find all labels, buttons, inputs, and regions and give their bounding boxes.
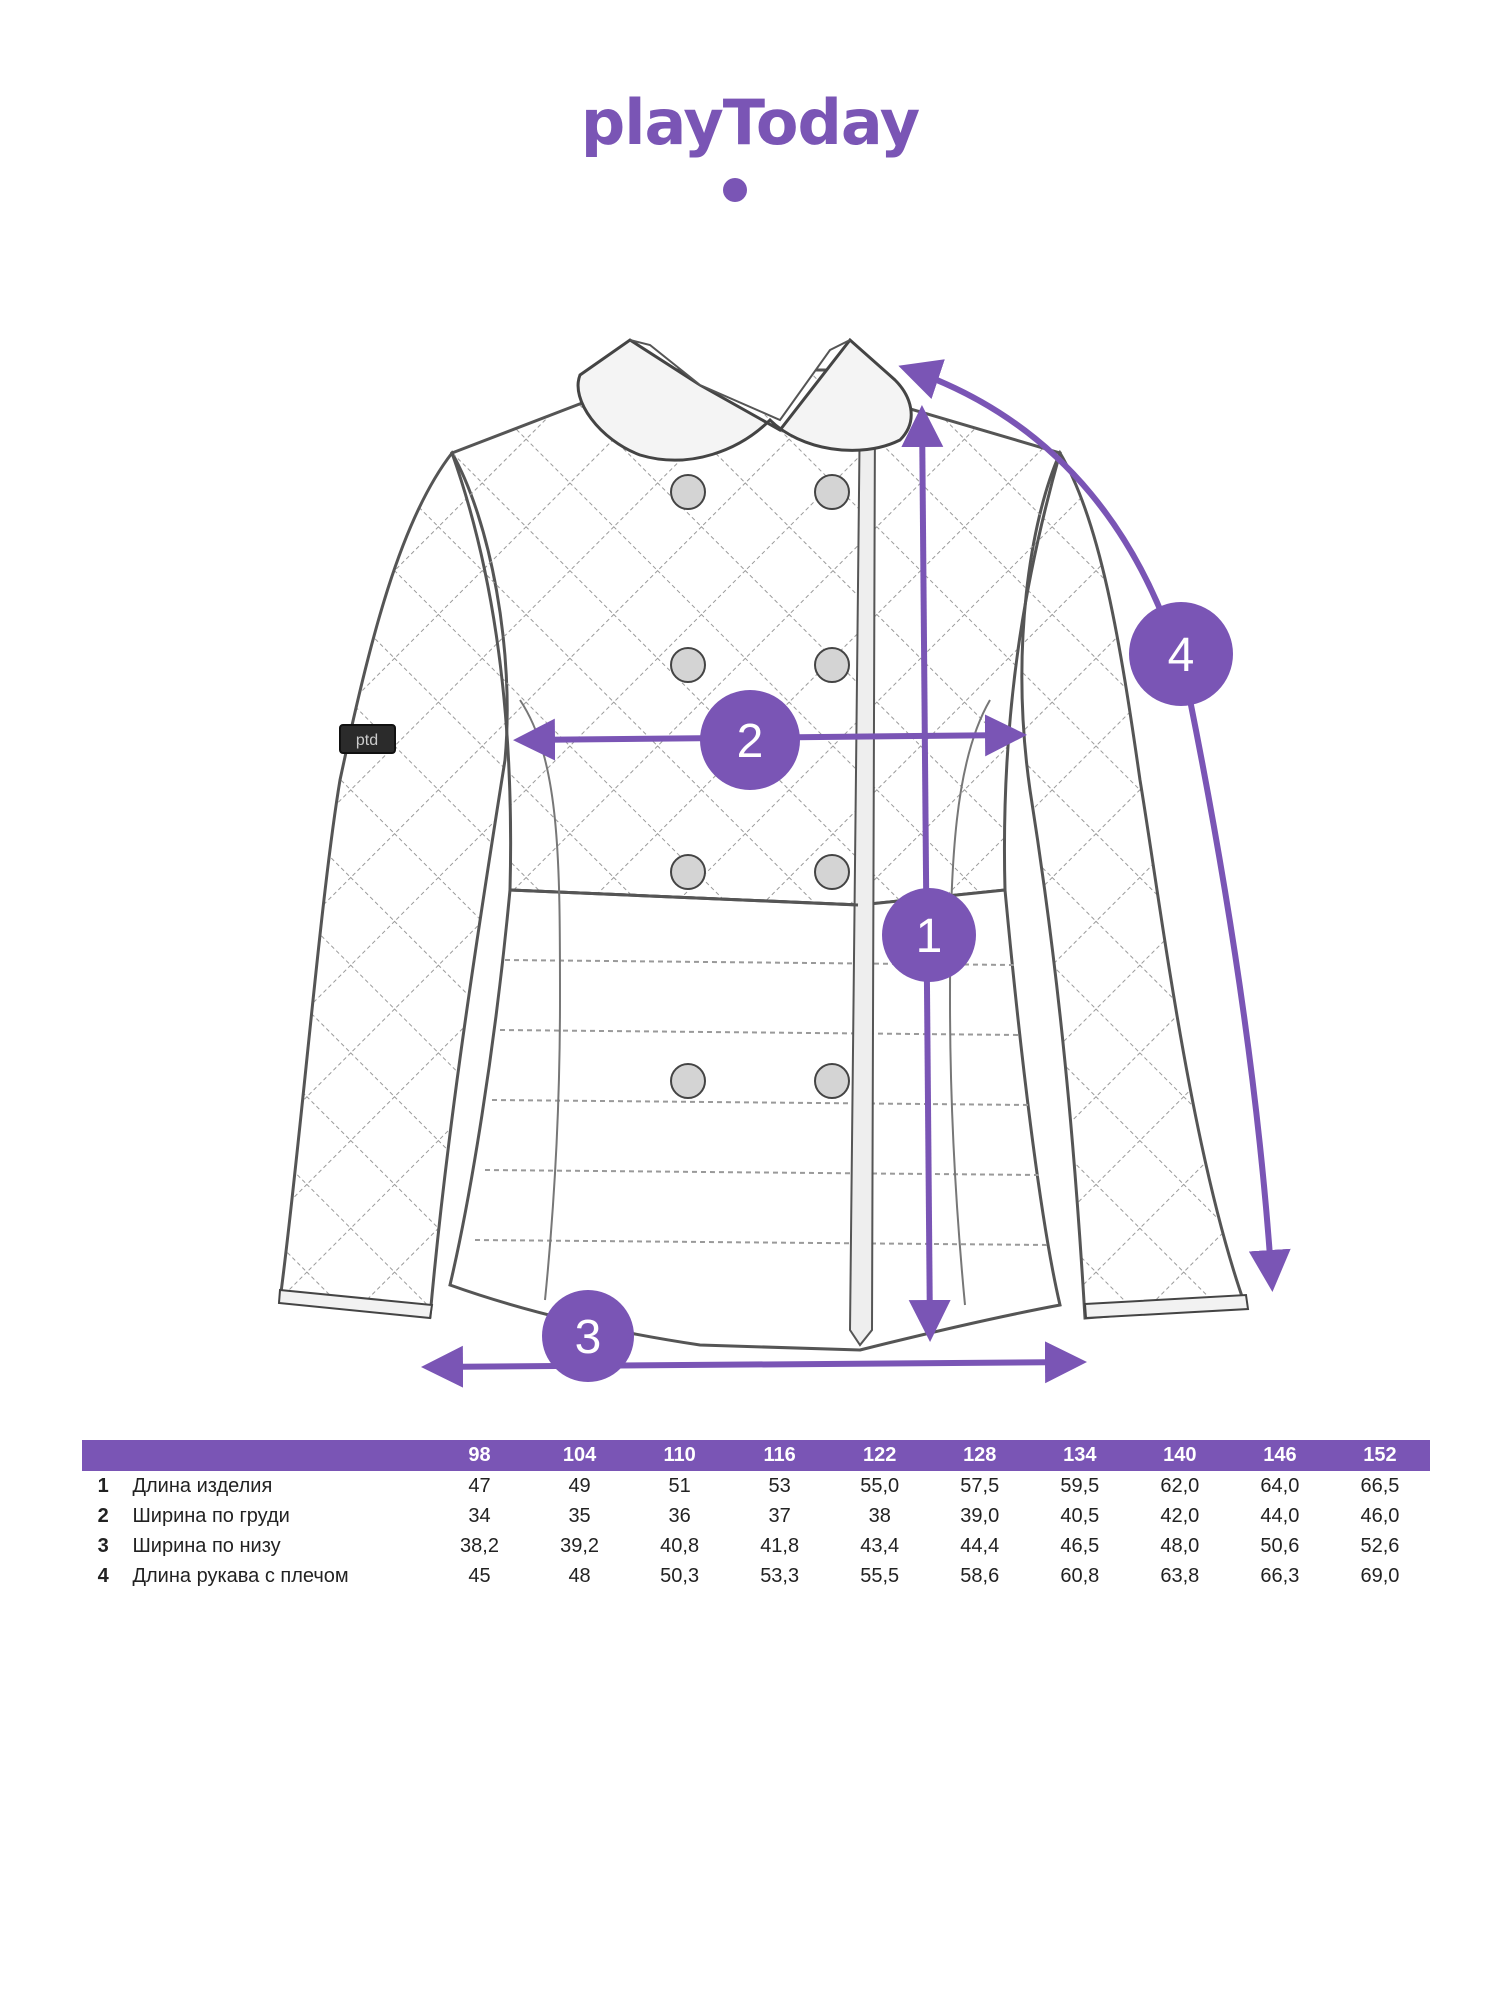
- size-col-header: 98: [468, 1444, 491, 1466]
- table-cell: 37: [768, 1504, 791, 1527]
- table-cell: 39,2: [560, 1534, 600, 1557]
- right-sleeve: [1020, 449, 1248, 1320]
- table-cell: 58,6: [960, 1564, 1000, 1587]
- table-cell: 52,6: [1360, 1534, 1400, 1557]
- right-cuff: [1083, 1293, 1250, 1320]
- badge-3-label: 3: [575, 1311, 602, 1364]
- table-cell: 48: [568, 1564, 591, 1587]
- table-row: 2 Ширина по груди 34 35 36 37 38 39,0 40…: [82, 1501, 1430, 1531]
- row-number: 1: [97, 1474, 109, 1497]
- logo-dot: [723, 178, 747, 202]
- row-label: Ширина по низу: [132, 1534, 281, 1557]
- badge-3: 3: [542, 1290, 634, 1382]
- jacket-diagram: ptd 1 2 3 4: [277, 337, 1291, 1388]
- row-label: Длина изделия: [132, 1474, 273, 1497]
- size-col-header: 140: [1163, 1444, 1197, 1466]
- table-cell: 53: [768, 1474, 791, 1497]
- table-cell: 44,0: [1260, 1504, 1300, 1527]
- table-cell: 47: [468, 1474, 491, 1497]
- table-cell: 48,0: [1160, 1534, 1200, 1557]
- table-cell: 49: [568, 1474, 591, 1497]
- table-cell: 57,5: [960, 1474, 1000, 1497]
- table-cell: 50,3: [660, 1564, 700, 1587]
- table-cell: 53,3: [760, 1564, 800, 1587]
- table-row: 1 Длина изделия 47 49 51 53 55,0 57,5 59…: [82, 1471, 1430, 1501]
- size-col-header: 110: [663, 1444, 696, 1466]
- table-cell: 38: [868, 1504, 891, 1527]
- table-row: 4 Длина рукава с плечом 45 48 50,3 53,3 …: [82, 1561, 1430, 1591]
- size-col-header: 104: [562, 1444, 597, 1466]
- measure-line-4: [898, 359, 1291, 1292]
- badge-2-label: 2: [737, 715, 764, 768]
- size-col-header: 122: [863, 1444, 897, 1466]
- sleeve-patch-text: ptd: [356, 732, 378, 749]
- measure-line-3: [421, 1341, 1087, 1388]
- table-cell: 40,8: [660, 1534, 700, 1557]
- brand-logo: playToday: [0, 86, 1500, 202]
- table-cell: 62,0: [1160, 1474, 1200, 1497]
- row-label: Длина рукава с плечом: [132, 1564, 349, 1587]
- table-cell: 43,4: [860, 1534, 900, 1557]
- logo-text: playToday: [580, 86, 920, 159]
- table-cell: 38,2: [460, 1534, 499, 1557]
- size-col-header: 128: [963, 1444, 997, 1466]
- size-col-header: 152: [1363, 1444, 1397, 1466]
- table-cell: 69,0: [1360, 1564, 1400, 1587]
- header-empty-num: [82, 1440, 124, 1471]
- table-row: 3 Ширина по низу 38,2 39,2 40,8 41,8 43,…: [82, 1531, 1430, 1561]
- table-cell: 55,5: [860, 1564, 900, 1587]
- badge-2: 2: [700, 690, 800, 790]
- badge-4-label: 4: [1168, 629, 1195, 682]
- size-col-header: 134: [1063, 1444, 1097, 1466]
- table-cell: 45: [468, 1564, 491, 1587]
- table-cell: 55,0: [860, 1474, 900, 1497]
- badge-1: 1: [882, 888, 976, 982]
- row-number: 3: [97, 1534, 109, 1557]
- table-cell: 60,8: [1060, 1564, 1100, 1587]
- table-cell: 63,8: [1160, 1564, 1200, 1587]
- table-cell: 40,5: [1060, 1504, 1100, 1527]
- badge-4: 4: [1129, 602, 1233, 706]
- table-cell: 35: [568, 1504, 591, 1527]
- row-number: 2: [97, 1504, 109, 1527]
- table-cell: 51: [668, 1474, 691, 1497]
- size-col-header: 116: [763, 1444, 796, 1466]
- table-cell: 44,4: [960, 1534, 1000, 1557]
- table-cell: 34: [468, 1504, 491, 1527]
- buttons: [670, 474, 850, 1099]
- table-cell: 46,5: [1060, 1534, 1100, 1557]
- sleeve-patch: [339, 724, 396, 754]
- badge-1-label: 1: [916, 910, 943, 963]
- row-label: Ширина по груди: [132, 1504, 290, 1527]
- table-cell: 46,0: [1360, 1504, 1400, 1527]
- row-number: 4: [97, 1564, 109, 1587]
- size-table: 98 104 110 116 122 128 134 140 146 152 1…: [82, 1440, 1430, 1591]
- table-cell: 66,5: [1360, 1474, 1400, 1497]
- table-cell: 41,8: [760, 1534, 800, 1557]
- table-cell: 50,6: [1260, 1534, 1300, 1557]
- table-cell: 66,3: [1260, 1564, 1300, 1587]
- table-cell: 59,5: [1060, 1474, 1100, 1497]
- upper-body: [450, 368, 1062, 907]
- size-col-header: 146: [1263, 1444, 1297, 1466]
- header-empty-label: [124, 1440, 429, 1471]
- table-cell: 64,0: [1260, 1474, 1300, 1497]
- size-header-row: 98 104 110 116 122 128 134 140 146 152: [82, 1440, 1430, 1471]
- left-cuff: [277, 1288, 434, 1320]
- table-cell: 36: [668, 1504, 691, 1527]
- table-cell: 39,0: [960, 1504, 1000, 1527]
- table-cell: 42,0: [1160, 1504, 1200, 1527]
